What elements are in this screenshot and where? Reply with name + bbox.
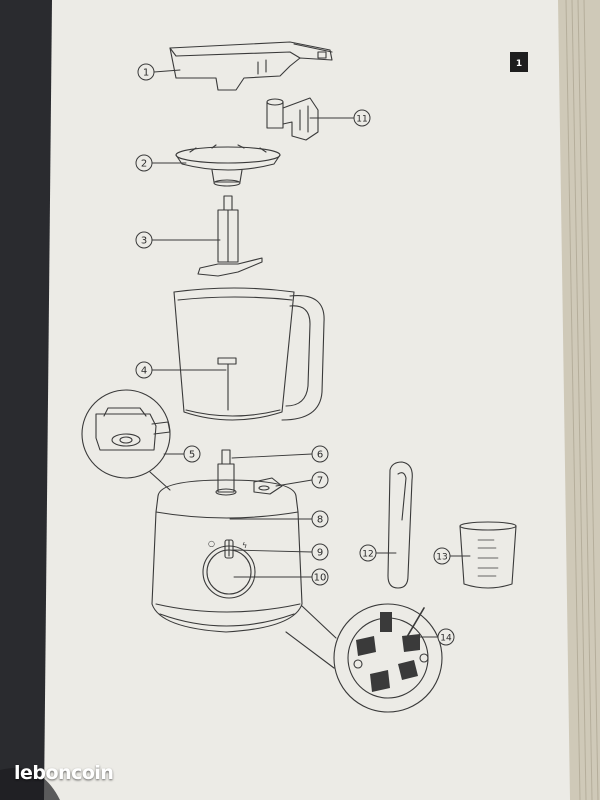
callout-14-label: 14 xyxy=(440,634,452,644)
callout-5-circle xyxy=(183,445,201,463)
callout-12-label: 12 xyxy=(362,550,373,560)
callout-8-circle xyxy=(311,510,329,528)
callout-10-circle xyxy=(311,568,329,586)
callout-10-label: 10 xyxy=(314,573,327,584)
callout-5-label: 5 xyxy=(189,450,195,461)
drive-shaft-drawing xyxy=(215,449,237,496)
page-number-box: 1 xyxy=(510,52,528,72)
callout-4-circle xyxy=(135,361,153,379)
callout-9-label: 9 xyxy=(317,548,323,559)
callout-8-label: 8 xyxy=(317,515,323,526)
callout-6-label: 6 xyxy=(317,450,323,461)
lock-slot-drawing xyxy=(253,477,283,495)
page-number: 1 xyxy=(516,59,522,69)
manual-page xyxy=(44,0,570,800)
lid-drawing xyxy=(169,41,333,91)
motor-base-drawing xyxy=(151,479,303,633)
control-knob-drawing xyxy=(202,539,256,599)
leader-lines xyxy=(151,69,471,638)
callout-13-circle xyxy=(433,547,451,565)
callout-2-circle xyxy=(135,154,153,172)
callout-2-label: 2 xyxy=(141,159,147,170)
callout-7-label: 7 xyxy=(317,476,323,487)
blade-cover-drawing xyxy=(175,144,281,187)
blade-shaft-drawing xyxy=(197,195,263,277)
callout-14-circle xyxy=(437,628,455,646)
callout-7-circle xyxy=(311,471,329,489)
callout-6-circle xyxy=(311,445,329,463)
measuring-cup-drawing xyxy=(459,521,517,589)
spatula-drawing xyxy=(387,461,413,589)
callout-3-circle xyxy=(135,231,153,249)
callout-4-label: 4 xyxy=(141,366,147,377)
safety-lock-detail-drawing xyxy=(81,389,171,491)
pulse-symbol: ϟ xyxy=(242,541,247,550)
corner-shadow xyxy=(0,768,60,800)
callout-13-label: 13 xyxy=(436,553,447,563)
callout-12-circle xyxy=(359,544,377,562)
callout-3-label: 3 xyxy=(141,236,147,247)
pusher-clip-drawing xyxy=(266,97,319,141)
watermark-logo: leboncoin xyxy=(14,762,114,784)
bowl-drawing xyxy=(173,287,325,421)
callout-11-circle xyxy=(353,109,371,127)
callout-9-circle xyxy=(311,543,329,561)
off-symbol: ○ xyxy=(208,539,215,548)
callout-11-label: 11 xyxy=(356,115,367,125)
callout-1-label: 1 xyxy=(143,68,149,79)
callout-1-circle xyxy=(137,63,155,81)
base-feet-detail-drawing xyxy=(285,603,443,713)
